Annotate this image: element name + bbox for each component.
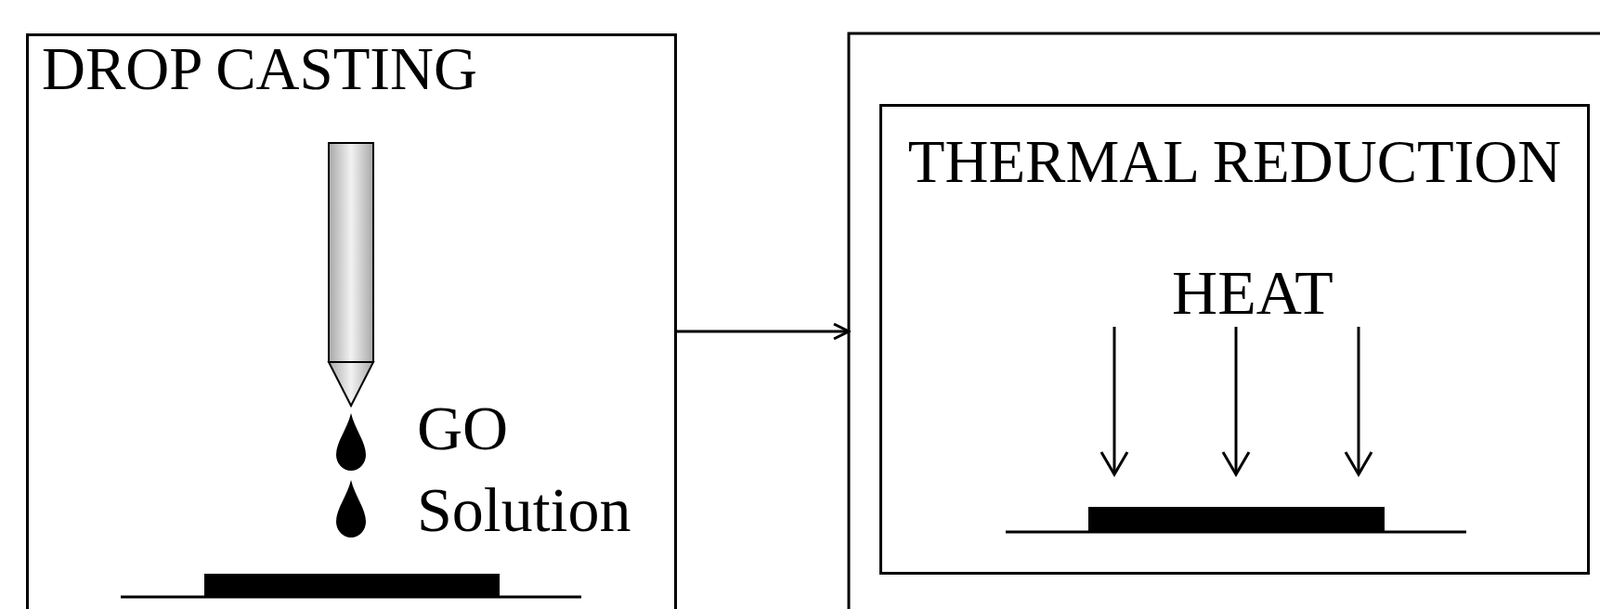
dropper-tip bbox=[328, 362, 374, 406]
outer-frame bbox=[848, 33, 1600, 609]
box-label: GO Solution bbox=[416, 387, 677, 551]
flow-arrow bbox=[676, 330, 849, 334]
drop bbox=[336, 480, 366, 538]
process-box: DROP CASTING GO Solution bbox=[26, 33, 677, 609]
box-heading: THERMAL REDUCTION bbox=[882, 131, 1587, 193]
substrate-film bbox=[1088, 507, 1385, 533]
process-box: THERMAL REDUCTION HEAT bbox=[879, 104, 1590, 575]
drop bbox=[336, 413, 366, 471]
box-heading: DROP CASTING bbox=[41, 39, 478, 100]
dropper-tube bbox=[328, 143, 374, 363]
heat-arrows bbox=[1101, 326, 1372, 475]
box-label: HEAT bbox=[1171, 260, 1334, 325]
substrate-film bbox=[204, 573, 500, 598]
